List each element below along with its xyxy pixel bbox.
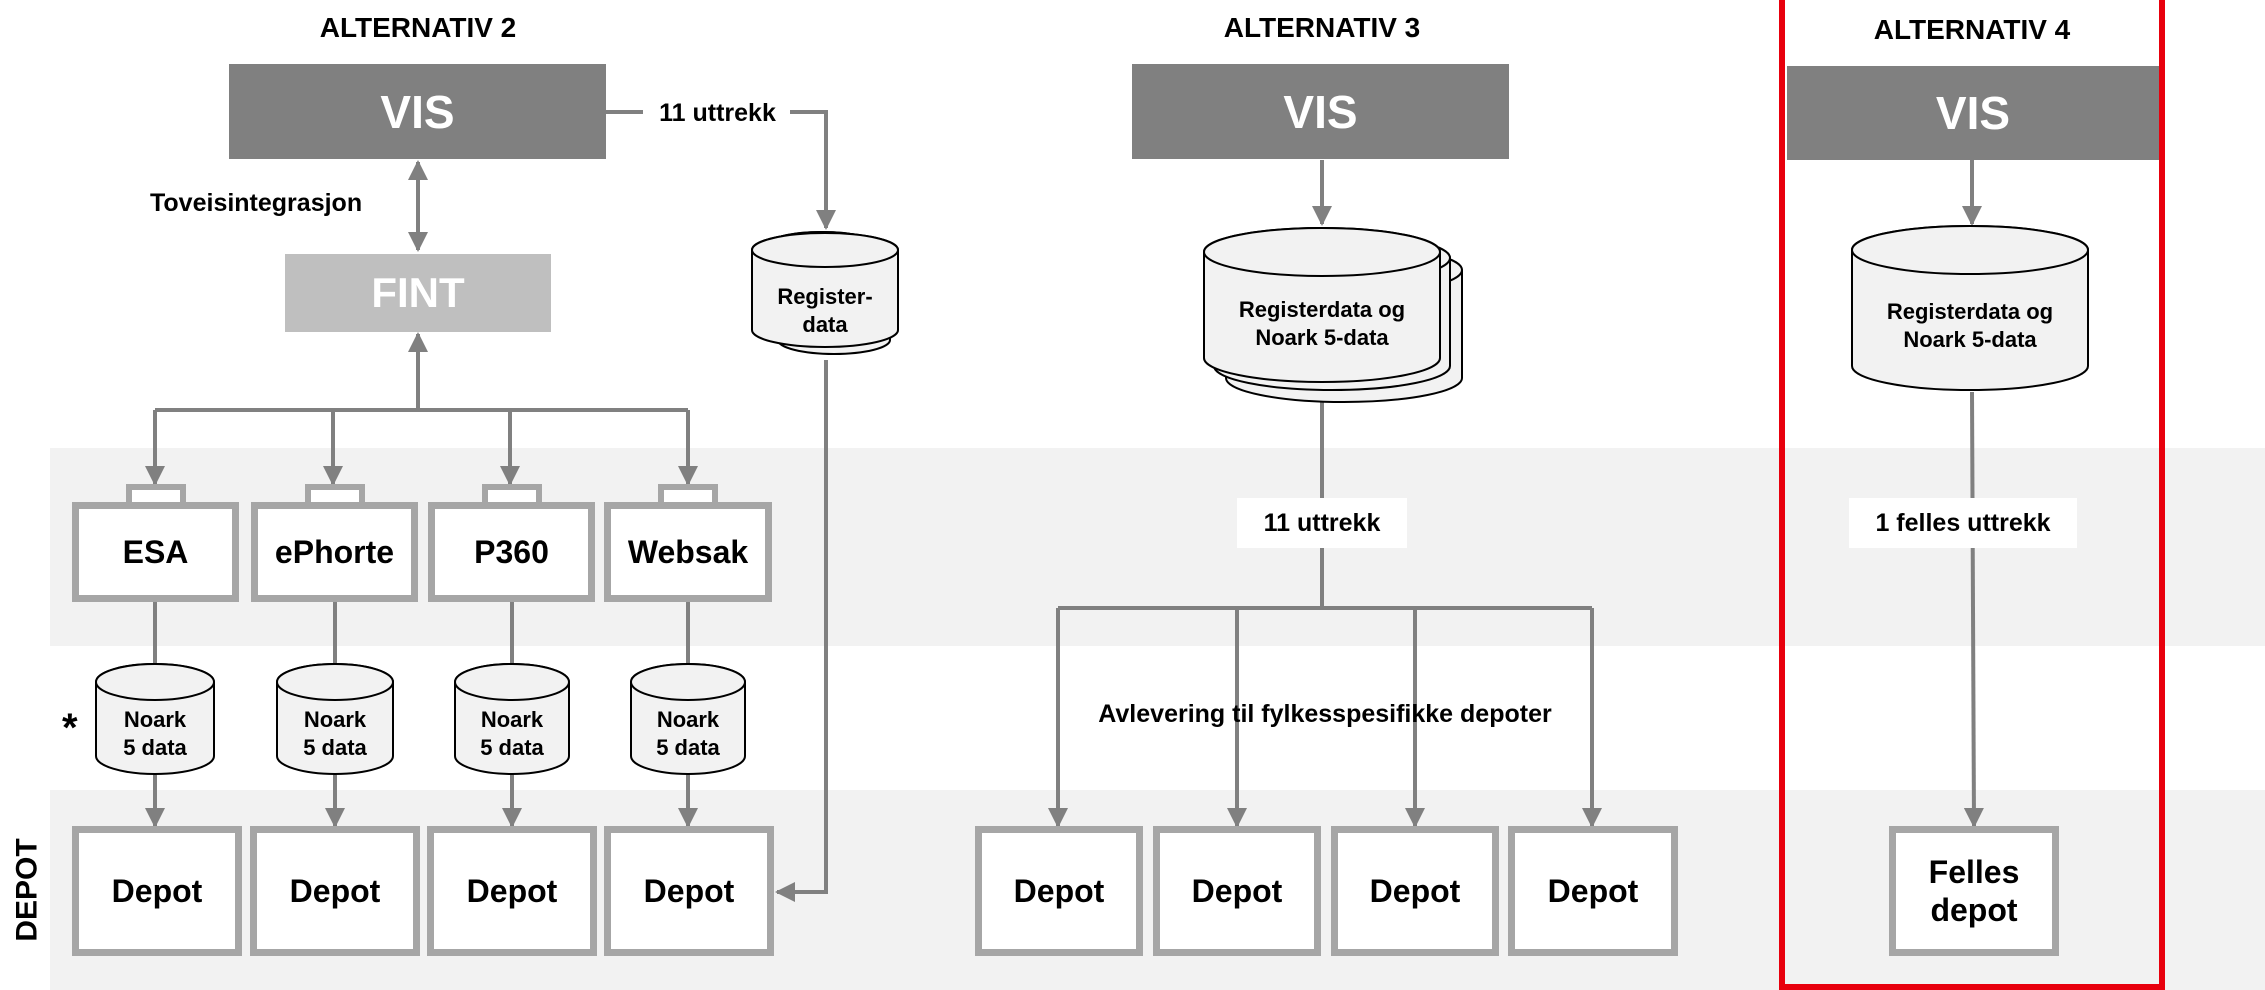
alt2-depot-4: Depot xyxy=(604,826,774,956)
integration-label: Toveisintegrasjon xyxy=(150,188,363,217)
alt2-vis-box: VIS xyxy=(229,64,606,159)
depot-side-label: DEPOT xyxy=(11,838,45,942)
register-db-line-2: data xyxy=(802,312,848,337)
system-box-ephorte: ePhorte xyxy=(251,502,418,602)
alt4-db-line-1: Registerdata og xyxy=(1886,298,2054,324)
register-depot-arrow xyxy=(775,360,828,902)
noark-database-icon-2 xyxy=(276,663,394,775)
noark-db-2-line-2: 5 data xyxy=(303,735,367,760)
register-database-icon xyxy=(751,231,899,355)
alt3-database-icon xyxy=(1203,227,1463,403)
alt4-database-icon xyxy=(1851,225,2089,391)
noark-db-label-3: Noark 5 data xyxy=(455,704,569,764)
alt3-depot-4: Depot xyxy=(1508,826,1678,956)
noark-db-3-line-2: 5 data xyxy=(480,735,544,760)
noark-db-4-line-1: Noark xyxy=(656,706,720,732)
asterisk-note: * xyxy=(62,706,78,750)
alt2-depot-3: Depot xyxy=(427,826,597,956)
noark-db-2-line-1: Noark xyxy=(303,706,367,732)
depot-side-label-wrap: DEPOT xyxy=(0,830,56,950)
felles-depot-box: Felles depot xyxy=(1889,826,2059,956)
alt3-vis-box: VIS xyxy=(1132,64,1509,159)
noark-database-icon-1 xyxy=(95,663,215,775)
alt2-extract-label: 11 uttrekk xyxy=(645,96,790,130)
noark-database-icon-4 xyxy=(630,663,746,775)
alt2-depot-2: Depot xyxy=(250,826,420,956)
delivery-label: Avlevering til fylkesspesifikke depoter xyxy=(1098,699,1552,728)
alt2-depot-1: Depot xyxy=(72,826,242,956)
alt3-db-line-1: Registerdata og xyxy=(1238,296,1406,322)
register-db-line-1: Register- xyxy=(777,283,873,309)
system-box-p360: P360 xyxy=(428,502,595,602)
alt4-highlight-frame xyxy=(1779,0,2165,990)
noark-db-label-4: Noark 5 data xyxy=(631,704,745,764)
alt3-depot-1: Depot xyxy=(975,826,1143,956)
extract-register-arrow xyxy=(790,110,836,230)
alt3-depot-3: Depot xyxy=(1331,826,1499,956)
esa-tab xyxy=(126,484,186,506)
noark-database-icon-3 xyxy=(454,663,570,775)
noark-db-label-2: Noark 5 data xyxy=(277,704,393,764)
noark-db-label-1: Noark 5 data xyxy=(96,704,214,764)
alt3-heading: ALTERNATIV 3 xyxy=(1223,12,1421,43)
alt4-vis-box: VIS xyxy=(1787,66,2159,160)
system-box-websak: Websak xyxy=(604,502,772,602)
felles-depot-line-2: depot xyxy=(1930,892,2018,928)
alt3-database-label: Registerdata og Noark 5-data xyxy=(1204,292,1440,356)
noark-db-3-line-1: Noark xyxy=(480,706,544,732)
alt4-db-depot-arrow xyxy=(1963,391,1984,828)
alt2-heading: ALTERNATIV 2 xyxy=(319,12,517,43)
alt4-heading: ALTERNATIV 4 xyxy=(1873,14,2071,45)
ephorte-tab xyxy=(305,484,365,506)
system-box-esa: ESA xyxy=(72,502,239,602)
alt3-depot-2: Depot xyxy=(1153,826,1321,956)
alt4-database-label: Registerdata og Noark 5-data xyxy=(1852,294,2088,358)
fint-box: FINT xyxy=(285,254,551,332)
noark-db-4-line-2: 5 data xyxy=(656,735,720,760)
register-database-label: Register- data xyxy=(752,276,898,346)
alt4-db-line-2: Noark 5-data xyxy=(1903,327,2037,352)
websak-tab xyxy=(658,484,718,506)
noark-db-1-line-1: Noark xyxy=(123,706,187,732)
alt3-extract-label: 11 uttrekk xyxy=(1237,498,1407,548)
felles-depot-line-1: Felles xyxy=(1928,853,2020,890)
noark-db-1-line-2: 5 data xyxy=(123,735,187,760)
alt4-extract-label: 1 felles uttrekk xyxy=(1849,498,2077,548)
alt3-db-line-2: Noark 5-data xyxy=(1255,325,1389,350)
p360-tab xyxy=(482,484,542,506)
